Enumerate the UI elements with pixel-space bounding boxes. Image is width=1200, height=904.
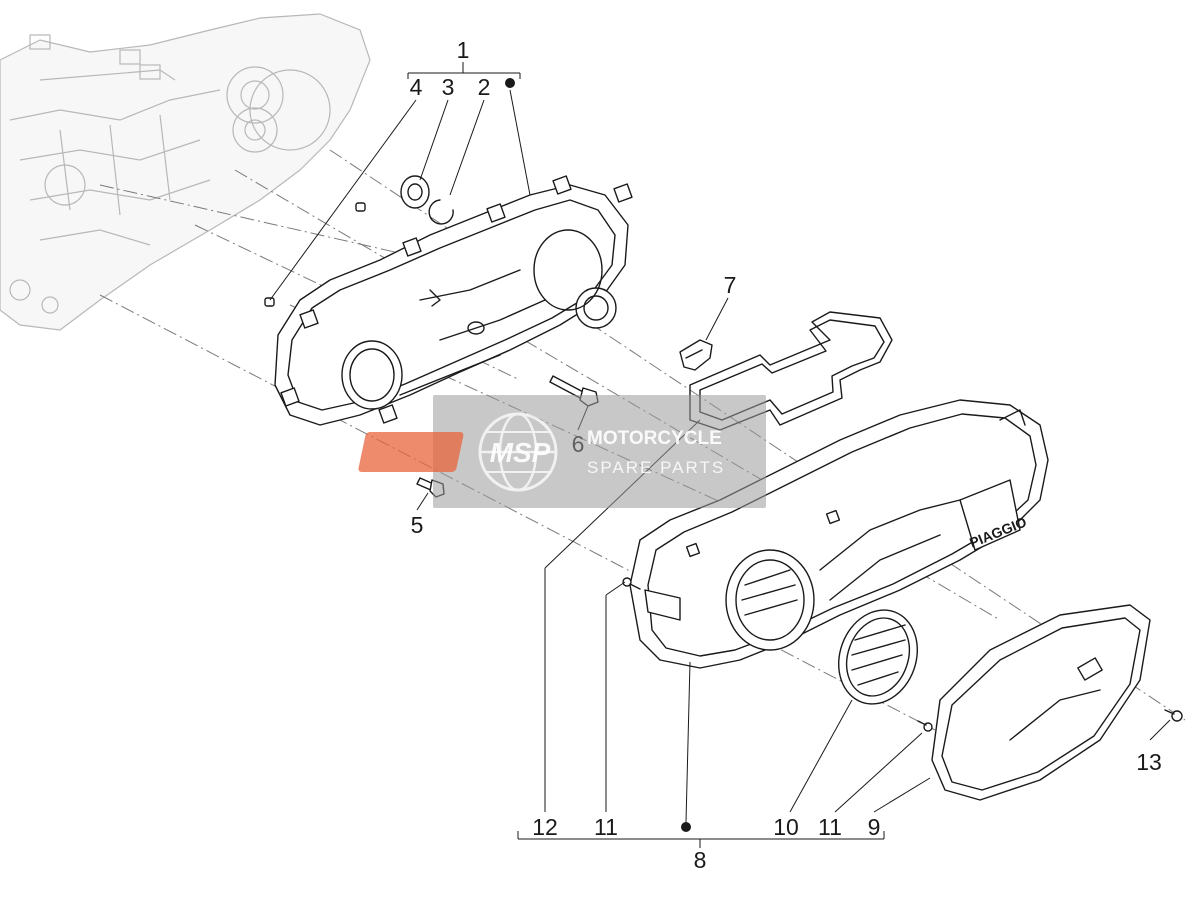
bearing [400, 175, 430, 209]
dowel-pin-lower [264, 297, 275, 307]
watermark-line1: MOTORCYCLE [587, 428, 722, 449]
watermark-panel [433, 395, 766, 508]
callout-4: 4 [410, 74, 423, 100]
seal-7 [679, 339, 713, 371]
watermark-logo-box [358, 432, 464, 472]
callout-1: 1 [457, 37, 470, 63]
dowel-pin-upper [355, 202, 366, 212]
watermark-logo-text: MSP [490, 437, 551, 468]
screw-11-right [917, 720, 933, 732]
callout-7: 7 [724, 272, 737, 298]
screw-13 [1164, 709, 1183, 722]
decorative-cover-9 [931, 604, 1151, 801]
callout-2: 2 [478, 74, 491, 100]
watermark-line2: SPARE PARTS [587, 458, 725, 477]
air-intake-grille-10 [837, 609, 919, 705]
inner-transmission-cover [274, 175, 633, 426]
callout-9: 9 [868, 814, 881, 840]
leader-lines [269, 89, 1171, 823]
watermark: MSP MOTORCYCLE SPARE PARTS [358, 395, 766, 508]
callout-13: 13 [1136, 749, 1162, 775]
callout-3: 3 [442, 74, 455, 100]
callout-8: 8 [694, 847, 707, 873]
callout-12: 12 [532, 814, 558, 840]
callout-5: 5 [411, 512, 424, 538]
group-bracket-top [407, 62, 521, 79]
screw-11-left [622, 577, 641, 590]
callout-10: 10 [773, 814, 799, 840]
outer-transmission-cover: PIAGGIO [629, 399, 1049, 669]
engine-crankcase-ghost [0, 13, 371, 331]
circlip [428, 199, 454, 225]
callout-11-a: 11 [594, 814, 618, 840]
globe-icon [478, 412, 558, 492]
callout-11-b: 11 [818, 814, 842, 840]
bullet-bottom [681, 822, 691, 832]
bullet-top [505, 78, 515, 88]
group-bracket-bottom [517, 831, 885, 848]
